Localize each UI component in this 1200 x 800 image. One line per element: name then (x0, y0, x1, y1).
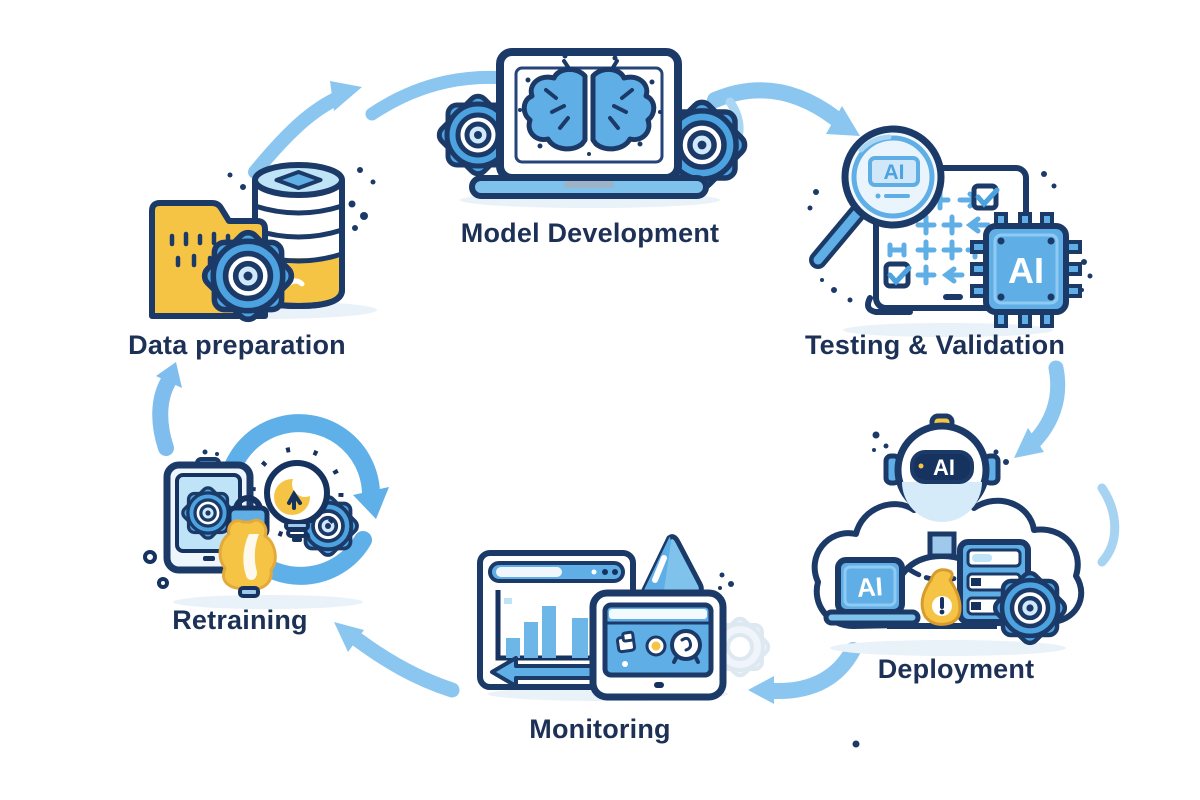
brain-icon (518, 53, 662, 156)
alert-icon (920, 568, 962, 626)
testing-validation-icon: AI AI (807, 125, 1093, 337)
decor-dots (872, 431, 1009, 465)
lightbulb-icon (250, 446, 344, 542)
stage-monitoring: Monitoring (458, 522, 771, 744)
alert-tablet-icon (589, 589, 727, 701)
retraining-icon (143, 414, 389, 609)
bar-chart (506, 606, 588, 658)
chip-ai-text: AI (1008, 250, 1044, 291)
model-development-icon (430, 48, 750, 208)
stage-deployment: AI AI (798, 408, 1098, 684)
stage-data-preparation: Data preparation (128, 148, 400, 360)
robot-ai-text: AI (933, 455, 955, 480)
yellow-figure-icon (218, 518, 277, 598)
monitoring-icon (477, 534, 771, 701)
ai-chip-icon: AI (970, 212, 1082, 328)
stage-label-testing-validation: Testing & Validation (804, 330, 1066, 360)
stage-label-monitoring: Monitoring (529, 714, 671, 744)
laptop-ai-text: AI (856, 571, 884, 603)
arrow-testing-to-deployment (1014, 360, 1066, 458)
arrow-model-to-testing (707, 82, 860, 136)
data-preparation-icon (149, 162, 377, 348)
stage-label-model-development: Model Development (460, 218, 720, 248)
stage-label-deployment: Deployment (877, 654, 1035, 684)
magnifier-icon: AI (809, 125, 945, 269)
stage-model-development: Model Development (430, 40, 750, 248)
stage-testing-validation: AI AI Testing & Validation (798, 112, 1098, 360)
deployment-icon: AI AI (811, 413, 1085, 656)
decor-dots (718, 572, 734, 590)
stage-retraining: Retraining (123, 406, 403, 635)
tablet-gear-icon (163, 457, 254, 574)
magnifier-ai-text: AI (884, 161, 905, 184)
arrow-deployment-to-monitoring (748, 642, 861, 704)
stage-label-data-preparation: Data preparation (128, 330, 346, 360)
decor-dot (852, 740, 860, 748)
laptop-icon (469, 48, 709, 199)
decor-swoosh (1097, 483, 1120, 567)
decor-dots (227, 167, 376, 231)
decor-dots (143, 449, 219, 589)
arrow-retraining-to-data (152, 362, 182, 456)
stage-label-retraining: Retraining (172, 605, 308, 635)
ai-laptop-icon: AI (823, 557, 921, 626)
decor-dots (807, 171, 1093, 303)
arrow-monitoring-to-retraining (334, 622, 460, 698)
